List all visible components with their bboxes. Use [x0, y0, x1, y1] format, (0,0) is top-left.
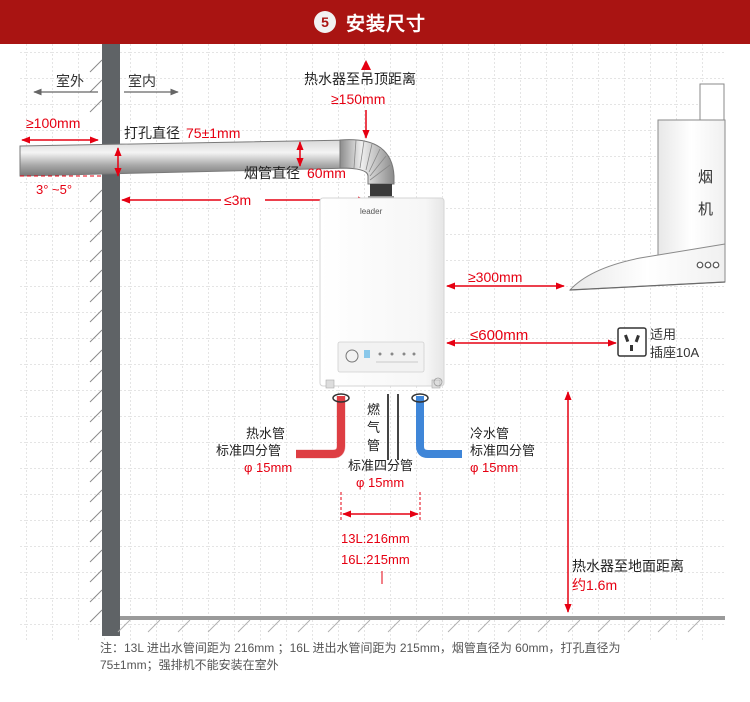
socket-label-line2: 插座10A: [650, 345, 699, 360]
wall: [102, 44, 120, 636]
indoor-label: 室内: [128, 73, 156, 89]
flue-connector: [370, 184, 392, 198]
cold-pipe-spec: 标准四分管: [470, 443, 535, 458]
section-title: 安装尺寸: [346, 13, 427, 35]
heater-control-panel: [337, 341, 425, 373]
range-hood-body: [657, 119, 726, 257]
header-title: 5 安装尺寸: [314, 8, 426, 36]
control-panel-display: [345, 349, 418, 363]
pipe-extension-value: ≥100mm: [26, 115, 80, 131]
power-socket-icon: [617, 327, 647, 357]
wall-hatching: [89, 59, 103, 623]
cold-water-pipe: [416, 396, 462, 458]
header-bar: [0, 0, 750, 44]
ceiling-distance-value: ≥150mm: [331, 91, 385, 107]
gas-pipe-char-2: 气: [367, 420, 380, 435]
hot-pipe-label: 热水管: [246, 426, 285, 441]
note-line-2: 75±1mm；强排机不能安装在室外: [100, 658, 279, 672]
socket-label-line1: 适用: [650, 327, 676, 342]
hole-diameter-label: 打孔直径: [124, 125, 180, 141]
installation-note: 注：13L 进出水管间距为 216mm ；16L 进出水管间距为 215mm，烟…: [100, 640, 680, 674]
floor-line: [120, 616, 725, 620]
ground-distance-label: 热水器至地面距离: [572, 558, 684, 574]
gas-pipe-char-3: 管: [367, 438, 380, 453]
slope-value: 3° ~5°: [36, 182, 72, 197]
brand-logo: leader: [360, 207, 383, 216]
hood-chimney-top: [699, 83, 725, 123]
hood-char-2: 机: [698, 201, 713, 218]
hot-pipe-size: φ 15mm: [244, 460, 292, 475]
gas-pipe-spec: 标准四分管: [348, 458, 413, 473]
hot-pipe-spec: 标准四分管: [216, 443, 281, 458]
note-line-1: 注：13L 进出水管间距为 216mm ；16L 进出水管间距为 215mm，烟…: [100, 641, 621, 655]
gas-pipe-size: φ 15mm: [356, 475, 404, 490]
cold-pipe-size: φ 15mm: [470, 460, 518, 475]
flue-diameter-value: 60mm: [307, 165, 346, 181]
hood-distance-value: ≥300mm: [468, 269, 522, 285]
water-heater-body: [319, 197, 445, 387]
cold-water-fitting: [411, 393, 429, 403]
socket-distance-value: ≤600mm: [470, 327, 528, 344]
flue-length-value: ≤3m: [224, 192, 251, 208]
hole-diameter-value: 75±1mm: [186, 125, 240, 141]
hot-water-pipe: [296, 396, 345, 458]
hot-water-fitting: [332, 393, 350, 403]
floor-hatching: [117, 619, 701, 633]
flue-diameter-label: 烟管直径: [244, 165, 300, 181]
spacing-16l: 16L:215mm: [341, 552, 410, 567]
outdoor-label: 室外: [56, 73, 84, 89]
spacing-13l: 13L:216mm: [341, 531, 410, 546]
gas-pipe-char-1: 燃: [367, 402, 380, 417]
cold-pipe-label: 冷水管: [470, 426, 509, 441]
flue-elbow: [339, 139, 395, 185]
step-number-badge: 5: [314, 11, 336, 33]
hood-char-1: 烟: [698, 169, 713, 186]
ceiling-distance-label: 热水器至吊顶距离: [304, 71, 416, 87]
hood-control-knobs: [696, 261, 720, 269]
ground-distance-value: 约1.6m: [572, 577, 617, 593]
